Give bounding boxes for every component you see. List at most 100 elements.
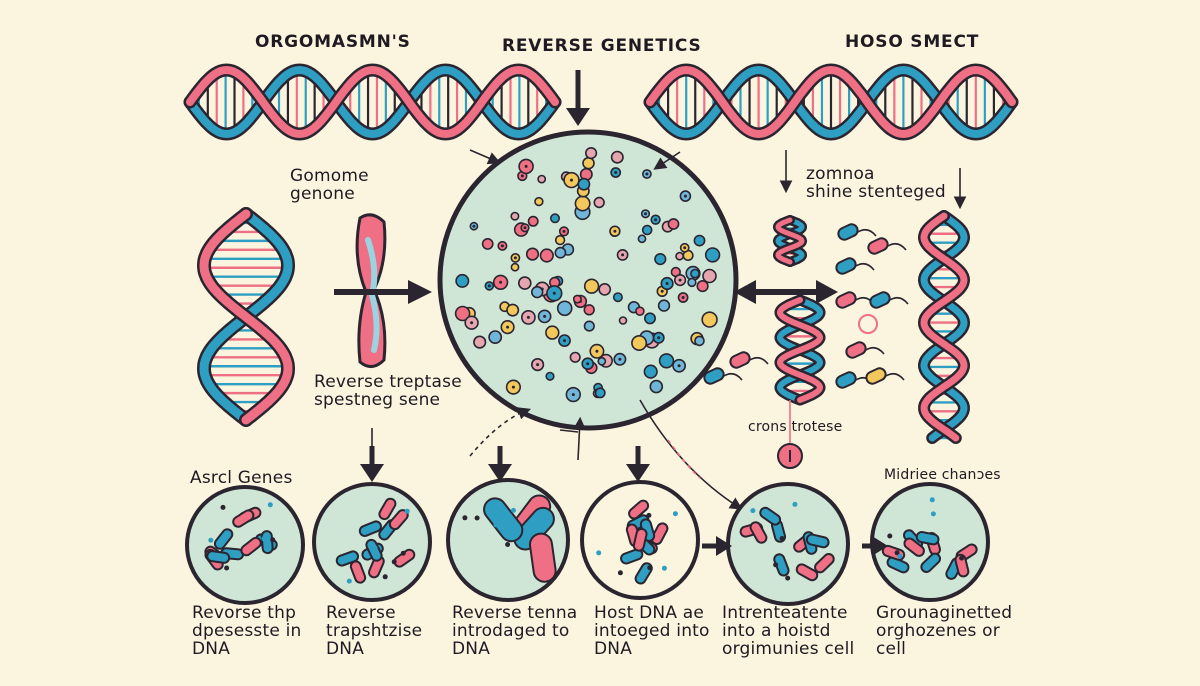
cell-particle [702,268,717,284]
cell-particle [569,351,581,363]
bacteria-icon [749,521,768,544]
cell-particle [583,304,595,316]
helix-strand [775,217,805,265]
cell-particle [658,353,675,369]
dna-helix-icon [196,207,296,427]
helix-strand [199,209,293,425]
cell-particle [554,234,566,246]
caption-3: Reverse tenna introdaged to DNA [452,603,578,659]
cell-particle [635,306,645,317]
arrow-icon [566,70,590,126]
cell-particle [641,224,653,236]
label-asrcl: Asrcl Genes [190,468,293,488]
cell-particle [704,247,721,263]
arrow-icon [702,536,888,556]
bacteria-icon [213,528,234,550]
cell-particle [594,387,606,399]
cell-particle [675,251,684,261]
cell-particle [556,300,573,317]
cell-particle [534,196,544,207]
cell-particle [554,246,567,259]
cell-particle [527,215,539,227]
bacteria-icon [349,560,367,584]
helix-strand [186,65,559,139]
cell-particle [593,196,605,209]
arrow-icon [371,149,967,510]
bacteria-icon [903,537,925,557]
enzyme-icon [835,291,857,309]
enzyme-icon [835,257,857,275]
bacteria-icon [232,509,255,528]
cell-particle [549,213,560,224]
helix-strand [646,65,1016,139]
bacteria-icon [240,536,262,557]
helix-strand [920,212,968,442]
cell-particle [696,280,709,293]
enzyme-icon [703,367,725,385]
cell-icon [185,485,305,605]
cell-particle [667,218,680,230]
caption-1: Revorse thp dpesesste in DNA [192,603,302,659]
cell-icon [726,482,850,606]
cell-particle [584,147,598,160]
bacteria-icon [628,499,650,520]
arrow-icon [334,280,432,304]
title-right: HOSO SMECT [845,32,980,52]
enzyme-icon [865,367,887,385]
cell-particle [545,371,555,381]
cell-particle [610,150,624,164]
bacteria-icon [814,553,835,574]
caption-6: Grounaginetted orghozenes or cell [876,603,1013,659]
bacteria-icon [365,538,383,562]
dna-helix-icon [774,294,826,406]
helix-strand [646,65,1016,139]
cell-particle [510,211,520,221]
bacteria-icon [805,533,830,549]
cell-particle [597,356,607,366]
cell-particle [517,276,532,290]
dna-helix-icon [183,63,562,141]
cell-particle [537,174,547,184]
cell-particle [690,268,700,279]
arrow-icon [360,446,650,482]
cell-particle [539,248,554,263]
bacteria-icon [759,506,782,526]
label-midriee: Midriee chanɔes [884,467,1001,483]
helix-strand [775,217,805,265]
enzyme-icon [869,291,891,309]
label-crons: crons trotese [748,419,843,435]
bacteria-icon [795,563,819,582]
enzyme-icon [729,351,751,369]
helix-strand [920,212,968,442]
helix-strand [186,65,559,139]
cell-particle [506,303,520,317]
bacteria-icon [260,530,274,555]
bacteria-icon [206,550,231,564]
cell-particle [577,177,591,191]
enzyme-icon [837,223,859,241]
dna-helix-icon [643,63,1019,141]
cell-particle [657,299,671,312]
cell-particle [525,247,540,261]
cell-particle [643,364,658,379]
cell-particle [598,282,612,296]
bacteria-icon [915,531,940,546]
title-left: ORGOMASMN'S [255,32,411,52]
cell-particle [643,312,656,325]
arrow-icon [734,280,838,304]
cell-particle [583,320,595,332]
dna-helix-icon [917,210,971,444]
cell-particle [612,292,623,303]
cell-particle [572,294,582,304]
cell-particle [649,379,664,394]
enzyme-icon [867,237,889,255]
cell-particle [618,316,628,325]
cell-particle [455,273,470,288]
helix-strand [777,297,823,403]
dna-helix-icon [772,215,808,267]
cell-particle [582,156,595,170]
bacteria-icon [620,548,644,565]
enzyme-icon [835,371,857,389]
